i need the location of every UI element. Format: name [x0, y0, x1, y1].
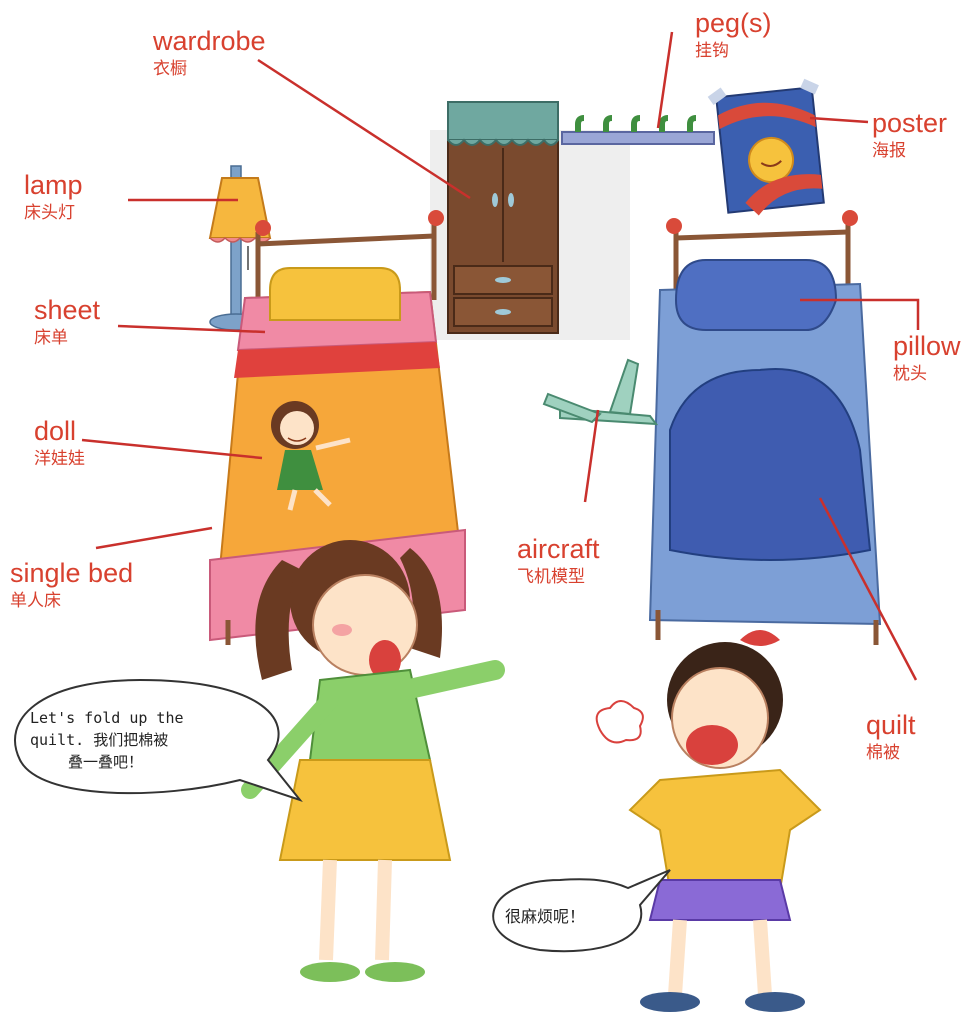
- single-bed-right: [648, 210, 882, 645]
- label-wardrobe-en: wardrobe: [153, 26, 266, 56]
- label-aircraft-en: aircraft: [517, 534, 600, 564]
- label-pegs-zh: 挂钩: [695, 41, 729, 61]
- girl-speech-line-3: 叠一叠吧！: [68, 753, 144, 771]
- girl-character: [241, 540, 505, 982]
- boy-speech-bubble: [492, 869, 671, 953]
- label-sheet-zh: 床单: [34, 328, 68, 348]
- label-doll-en: doll: [34, 416, 77, 446]
- label-doll-zh: 洋娃娃: [34, 449, 85, 469]
- label-quilt-en: quilt: [866, 710, 916, 740]
- label-poster: poster 海报: [872, 110, 947, 160]
- label-sheet: sheet 床单: [34, 297, 100, 347]
- label-lamp: lamp 床头灯: [24, 172, 83, 222]
- lamp: [208, 165, 272, 331]
- label-quilt: quilt 棉被: [866, 712, 916, 762]
- girl-speech-line-1: Let's fold up the: [30, 709, 184, 727]
- peg-rack: [561, 115, 715, 145]
- label-wardrobe: wardrobe 衣橱: [153, 28, 266, 78]
- boy-speech-text: 很麻烦呢！: [505, 907, 586, 926]
- label-doll: doll 洋娃娃: [34, 418, 85, 468]
- wardrobe: [447, 101, 559, 334]
- label-poster-en: poster: [872, 108, 948, 138]
- poster: [707, 78, 825, 216]
- label-pegs: peg(s) 挂钩: [695, 10, 772, 60]
- label-single-bed-en: single bed: [10, 558, 134, 588]
- girl-speech-text: Let's fold up the quilt. 我们把棉被 叠一叠吧！: [30, 707, 184, 773]
- label-quilt-zh: 棉被: [866, 743, 900, 763]
- label-pillow-zh: 枕头: [893, 364, 927, 384]
- label-wardrobe-zh: 衣橱: [153, 59, 187, 79]
- girl-speech-line-2: quilt. 我们把棉被: [30, 731, 169, 749]
- label-aircraft: aircraft 飞机模型: [517, 536, 600, 586]
- label-aircraft-zh: 飞机模型: [517, 567, 585, 587]
- leader-lines: [81, 31, 920, 681]
- boy-character: [595, 630, 822, 1012]
- label-poster-zh: 海报: [872, 141, 906, 161]
- label-lamp-en: lamp: [24, 170, 83, 200]
- label-single-bed-zh: 单人床: [10, 591, 61, 611]
- label-lamp-zh: 床头灯: [24, 203, 75, 223]
- doll: [271, 401, 351, 511]
- label-sheet-en: sheet: [34, 295, 101, 325]
- label-pegs-en: peg(s): [695, 8, 772, 38]
- label-pillow-en: pillow: [893, 331, 961, 361]
- girl-speech-bubble: [14, 678, 303, 803]
- label-pillow: pillow 枕头: [893, 333, 961, 383]
- aircraft-model: [542, 358, 659, 426]
- label-single-bed: single bed 单人床: [10, 560, 133, 610]
